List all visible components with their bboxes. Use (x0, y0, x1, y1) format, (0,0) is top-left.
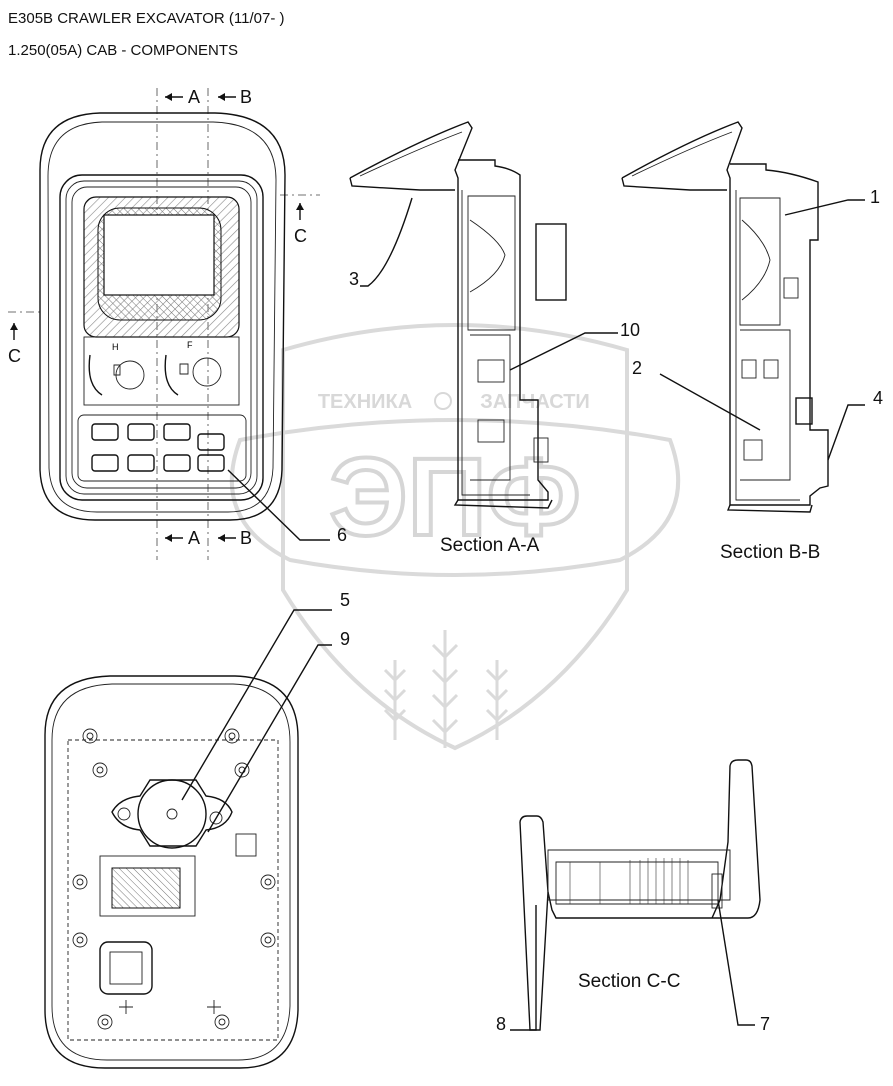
watermark: ТЕХНИКА ЗАПЧАСТИ ЭПФ (229, 323, 681, 751)
callout-5: 5 (340, 590, 350, 610)
mark-a-bottom: A (188, 528, 200, 548)
button-row-top (91, 423, 225, 451)
callout-9: 9 (340, 629, 350, 649)
rear-view: 5 9 (44, 590, 350, 1069)
svg-text:H: H (112, 342, 119, 352)
svg-text:F: F (187, 340, 193, 350)
callout-7: 7 (760, 1014, 770, 1034)
section-b-b-label: Section B-B (720, 542, 820, 563)
section-a-a-label: Section A-A (440, 535, 540, 556)
mark-c-right: C (294, 226, 307, 246)
callout-10: 10 (620, 320, 640, 340)
section-c-c-label: Section C-C (578, 971, 680, 992)
button-row-bottom (91, 454, 225, 472)
callout-1: 1 (870, 187, 880, 207)
mark-a-top: A (188, 87, 200, 107)
mark-c-left: C (8, 346, 21, 366)
watermark-text-1: ТЕХНИКА (318, 391, 412, 413)
watermark-text-2: ЗАПЧАСТИ (480, 391, 590, 413)
diagram-subtitle: 1.250(05A) CAB - COMPONENTS (8, 42, 239, 59)
callout-6: 6 (337, 525, 347, 545)
section-a-a: 3 10 Section A-A (349, 121, 640, 556)
mark-b-bottom: B (240, 528, 252, 548)
callout-4: 4 (873, 388, 883, 408)
callout-8: 8 (496, 1014, 506, 1034)
section-c-c: 8 7 Section C-C (496, 759, 770, 1034)
callout-3: 3 (349, 269, 359, 289)
diagram-title: E305B CRAWLER EXCAVATOR (11/07- ) (8, 10, 285, 27)
front-view: H F A B A B C C 6 (8, 87, 347, 560)
section-b-b: 1 2 4 Section B-B (621, 121, 883, 563)
watermark-logo: ЭПФ (329, 436, 580, 559)
mark-b-top: B (240, 87, 252, 107)
gear-icon (434, 392, 452, 410)
callout-2: 2 (632, 358, 642, 378)
